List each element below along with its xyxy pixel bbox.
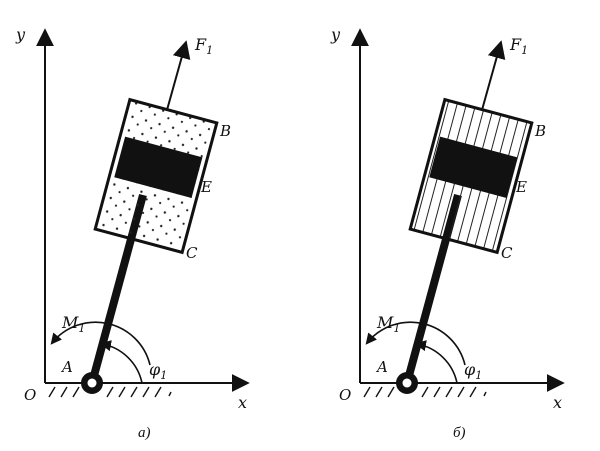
point-e-label: E <box>515 178 527 196</box>
moment-label: M1 <box>61 313 85 335</box>
svg-text:φ1: φ1 <box>464 360 482 382</box>
force-arrow <box>481 40 506 111</box>
y-axis-label: y <box>330 25 341 44</box>
point-a-label: A <box>60 358 73 376</box>
point-c-label: C <box>501 244 513 262</box>
piston-head <box>114 136 203 198</box>
svg-text:M1: M1 <box>376 313 400 335</box>
angle-arc <box>414 340 458 384</box>
cylinder <box>93 97 219 255</box>
angle-label: φ1 <box>149 360 167 382</box>
angle-label: φ1 <box>464 360 482 382</box>
moment-arc <box>50 321 151 366</box>
panel-a: y x O A B E C F1 M1 φ1 а) <box>15 25 250 441</box>
ground-hatching <box>363 386 487 398</box>
svg-text:M1: M1 <box>61 313 85 335</box>
piston-head <box>429 136 518 198</box>
y-axis-label: y <box>15 25 26 44</box>
ground-hatching <box>48 386 172 398</box>
force-arrow <box>166 40 191 111</box>
moment-label: M1 <box>376 313 400 335</box>
x-axis-label: x <box>553 393 562 412</box>
panel-b: y x O A B E C F1 M1 φ1 б) <box>330 25 565 441</box>
origin-label: O <box>24 386 36 404</box>
force-label: F1 <box>194 35 213 57</box>
point-b-label: B <box>219 122 231 140</box>
svg-text:φ1: φ1 <box>149 360 167 382</box>
cylinder <box>408 97 534 255</box>
point-e-label: E <box>200 178 212 196</box>
point-a-label: A <box>375 358 388 376</box>
svg-text:F1: F1 <box>194 35 213 57</box>
point-b-label: B <box>534 122 546 140</box>
svg-text:F1: F1 <box>509 35 528 57</box>
origin-label: O <box>339 386 351 404</box>
caption-b: б) <box>453 425 466 441</box>
angle-arc <box>99 340 143 384</box>
force-label: F1 <box>509 35 528 57</box>
point-c-label: C <box>186 244 198 262</box>
caption-a: а) <box>138 425 151 441</box>
moment-arc <box>365 321 466 366</box>
x-axis-label: x <box>238 393 247 412</box>
